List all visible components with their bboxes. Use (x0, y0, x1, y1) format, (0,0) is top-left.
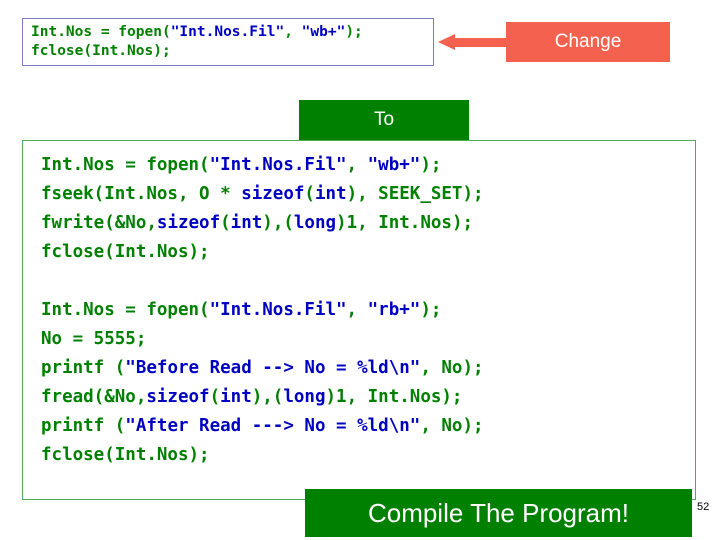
to-banner: To (299, 100, 469, 140)
code-token: ),( (251, 387, 284, 407)
code-line: fseek(Int.Nos, O * sizeof(int), SEEK_SET… (41, 180, 695, 209)
code-line: fwrite(&No,sizeof(int),(long)1, Int.Nos)… (41, 209, 695, 238)
code-token: fwrite(&No, (41, 213, 157, 233)
code-line: fclose(Int.Nos); (41, 441, 695, 470)
code-token: Int.Nos = fopen( (41, 300, 210, 320)
code-token: ), SEEK_SET); (346, 184, 484, 204)
original-code-text: Int.Nos = fopen("Int.Nos.Fil", "wb+");fc… (31, 23, 427, 61)
updated-code-text: Int.Nos = fopen("Int.Nos.Fil", "wb+");fs… (41, 151, 695, 470)
code-token: "Int.Nos.Fil" (209, 300, 347, 320)
code-token: ); (345, 24, 363, 40)
change-banner: Change (506, 22, 670, 62)
arrow-shaft (454, 38, 516, 47)
code-token: int (314, 184, 347, 204)
code-line: Int.Nos = fopen("Int.Nos.Fil", "wb+"); (31, 23, 427, 42)
code-token: Int.Nos = fopen( (31, 24, 171, 40)
code-token: ); (420, 300, 442, 320)
code-token: long (283, 387, 326, 407)
code-token: )1, Int.Nos); (325, 387, 463, 407)
code-token: printf ( (41, 358, 126, 378)
code-token: ); (420, 155, 442, 175)
code-line: No = 5555; (41, 325, 695, 354)
compile-banner-label: Compile The Program! (367, 497, 630, 528)
code-token: "wb+" (301, 24, 346, 40)
code-token: "After Read ---> No = %ld\n" (125, 416, 421, 436)
code-token: sizeof (241, 184, 305, 204)
arrow-head (438, 34, 455, 50)
code-line: fread(&No,sizeof(int),(long)1, Int.Nos); (41, 383, 695, 412)
code-token: , No); (420, 358, 484, 378)
code-token: int (230, 213, 263, 233)
code-line (41, 267, 695, 296)
code-token: "rb+" (367, 300, 421, 320)
updated-code-block: Int.Nos = fopen("Int.Nos.Fil", "wb+");fs… (22, 140, 696, 500)
left-arrow-icon (438, 34, 516, 50)
code-token: fclose(Int.Nos); (41, 445, 210, 465)
code-token: , (346, 300, 368, 320)
change-banner-label: Change (554, 31, 622, 52)
code-token: ( (304, 184, 315, 204)
code-token: sizeof (156, 213, 221, 233)
code-line: Int.Nos = fopen("Int.Nos.Fil", "wb+"); (41, 151, 695, 180)
code-token: Int.Nos = fopen( (41, 155, 210, 175)
code-line: fclose(Int.Nos); (31, 42, 427, 61)
code-token: long (293, 213, 337, 233)
code-token: fclose(Int.Nos); (41, 242, 210, 262)
code-token: "Int.Nos.Fil" (209, 155, 347, 175)
code-line: printf ("Before Read --> No = %ld\n", No… (41, 354, 695, 383)
code-token: "Int.Nos.Fil" (170, 24, 285, 40)
code-line: fclose(Int.Nos); (41, 238, 695, 267)
code-line: printf ("After Read ---> No = %ld\n", No… (41, 412, 695, 441)
original-code-block: Int.Nos = fopen("Int.Nos.Fil", "wb+");fc… (22, 18, 434, 66)
code-token: "Before Read --> No = %ld\n" (125, 358, 421, 378)
code-token: )1, Int.Nos); (336, 213, 474, 233)
code-token: , (284, 24, 302, 40)
code-line: Int.Nos = fopen("Int.Nos.Fil", "rb+"); (41, 296, 695, 325)
code-token: "wb+" (367, 155, 421, 175)
code-token: ( (220, 213, 231, 233)
to-banner-label: To (373, 109, 395, 130)
code-token: printf ( (41, 416, 126, 436)
code-token: , (346, 155, 368, 175)
code-token: ),( (262, 213, 294, 233)
code-token: fread(&No, (41, 387, 147, 407)
code-token: fclose(Int.Nos); (31, 43, 171, 59)
code-token: ( (209, 387, 221, 407)
code-token: sizeof (146, 387, 210, 407)
code-token: No = 5555; (41, 329, 147, 349)
slide-number: 52 (697, 501, 710, 513)
code-token: int (220, 387, 252, 407)
code-token: fseek(Int.Nos, O * (41, 184, 242, 204)
code-token: , No); (420, 416, 484, 436)
compile-banner: Compile The Program! (305, 489, 692, 537)
